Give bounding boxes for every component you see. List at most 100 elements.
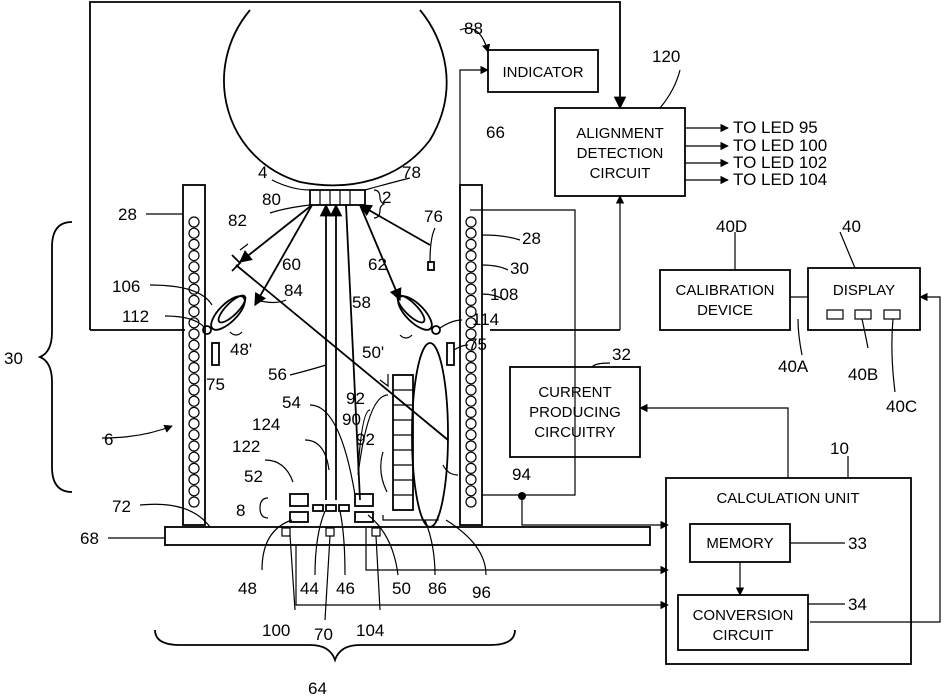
right-led-4: [466, 262, 476, 272]
element-75-right: [447, 343, 454, 365]
right-lens-pivot: [432, 326, 440, 334]
sensor-element-2: [310, 190, 365, 205]
element-76: [428, 262, 434, 270]
head-sphere: [224, 10, 447, 185]
bracket-48p: [230, 332, 242, 335]
output-label-95: TO LED 95: [733, 118, 818, 137]
label-50p: 50': [362, 343, 384, 362]
label-62: 62: [368, 255, 387, 274]
label-6: 6: [104, 430, 113, 449]
label-10: 10: [830, 439, 849, 458]
right-led-13: [466, 363, 476, 373]
label-82: 82: [228, 211, 247, 230]
label-40d: 40D: [716, 217, 747, 236]
housing-frame-top: [90, 2, 620, 330]
label-80: 80: [262, 190, 281, 209]
label-86: 86: [428, 579, 447, 598]
left-led-2: [189, 239, 199, 249]
left-led-3: [189, 251, 199, 261]
left-led-14: [189, 374, 199, 384]
left-led-12: [189, 351, 199, 361]
display-label: DISPLAY: [833, 282, 895, 299]
right-led-7: [466, 295, 476, 305]
junction-dot: [518, 492, 526, 500]
right-led-18: [466, 419, 476, 429]
memory-label: MEMORY: [706, 535, 773, 552]
current-line-1: CURRENT: [538, 384, 611, 401]
element-75-left: [212, 343, 219, 365]
calibration-line-1: CALIBRATION: [676, 282, 775, 299]
label-48p: 48': [230, 340, 252, 359]
right-led-23: [466, 475, 476, 485]
alignment-line-1: ALIGNMENT: [576, 125, 664, 142]
label-114: 114: [472, 310, 499, 329]
label-106: 106: [112, 277, 140, 296]
indicator-label: INDICATOR: [502, 64, 583, 81]
label-8: 8: [236, 501, 245, 520]
left-led-23: [189, 475, 199, 485]
right-led-2: [466, 239, 476, 249]
label-90: 90: [342, 410, 361, 429]
wire-to-calc-3: [522, 495, 668, 525]
right-lens: [393, 291, 437, 335]
reflector-82: [232, 255, 240, 271]
right-led-0: [466, 217, 476, 227]
label-124: 124: [252, 415, 280, 434]
left-led-11: [189, 340, 199, 350]
left-led-5: [189, 273, 199, 283]
right-led-3: [466, 251, 476, 261]
label-30b: 30: [510, 259, 529, 278]
label-66: 66: [486, 123, 505, 142]
left-led-4: [189, 262, 199, 272]
led-104: [372, 528, 380, 536]
label-58: 58: [352, 293, 371, 312]
label-120: 120: [652, 47, 680, 66]
calculation-label: CALCULATION UNIT: [716, 490, 859, 507]
right-led-16: [466, 396, 476, 406]
label-46: 46: [336, 579, 355, 598]
right-led-array: [466, 217, 476, 507]
display-box: [808, 268, 920, 330]
left-led-24: [189, 486, 199, 496]
label-88: 88: [464, 19, 483, 38]
left-led-array: [189, 217, 199, 507]
left-led-16: [189, 396, 199, 406]
led-70: [326, 528, 334, 536]
right-led-6: [466, 284, 476, 294]
right-led-21: [466, 452, 476, 462]
label-4: 4: [258, 163, 267, 182]
brace-64: [155, 630, 515, 660]
label-112: 112: [122, 307, 149, 326]
conversion-line-1: CONVERSION: [693, 607, 794, 624]
label-78: 78: [402, 163, 421, 182]
right-led-15: [466, 385, 476, 395]
left-led-13: [189, 363, 199, 373]
label-122: 122: [232, 437, 260, 456]
alignment-line-2: DETECTION: [577, 145, 664, 162]
label-44: 44: [300, 579, 319, 598]
label-100: 100: [262, 621, 290, 640]
display-button-40c: [884, 310, 900, 319]
bracket-50p: [400, 335, 412, 338]
label-40c: 40C: [886, 397, 917, 416]
sensor-54: [355, 494, 373, 506]
label-75b: 75: [468, 335, 487, 354]
left-led-25: [189, 497, 199, 507]
label-30a: 30: [4, 349, 23, 368]
label-2: 2: [382, 188, 391, 207]
right-led-1: [466, 228, 476, 238]
bracket-92b: [381, 452, 387, 492]
label-56: 56: [268, 365, 287, 384]
left-led-19: [189, 430, 199, 440]
left-led-0: [189, 217, 199, 227]
ray-62: [360, 205, 400, 300]
label-40a: 40A: [778, 357, 809, 376]
ray-58: [346, 205, 360, 500]
left-led-15: [189, 385, 199, 395]
label-33: 33: [848, 534, 867, 553]
base-plate: [165, 527, 650, 545]
label-40: 40: [842, 217, 861, 236]
label-92b: 92: [356, 430, 375, 449]
left-led-18: [189, 419, 199, 429]
